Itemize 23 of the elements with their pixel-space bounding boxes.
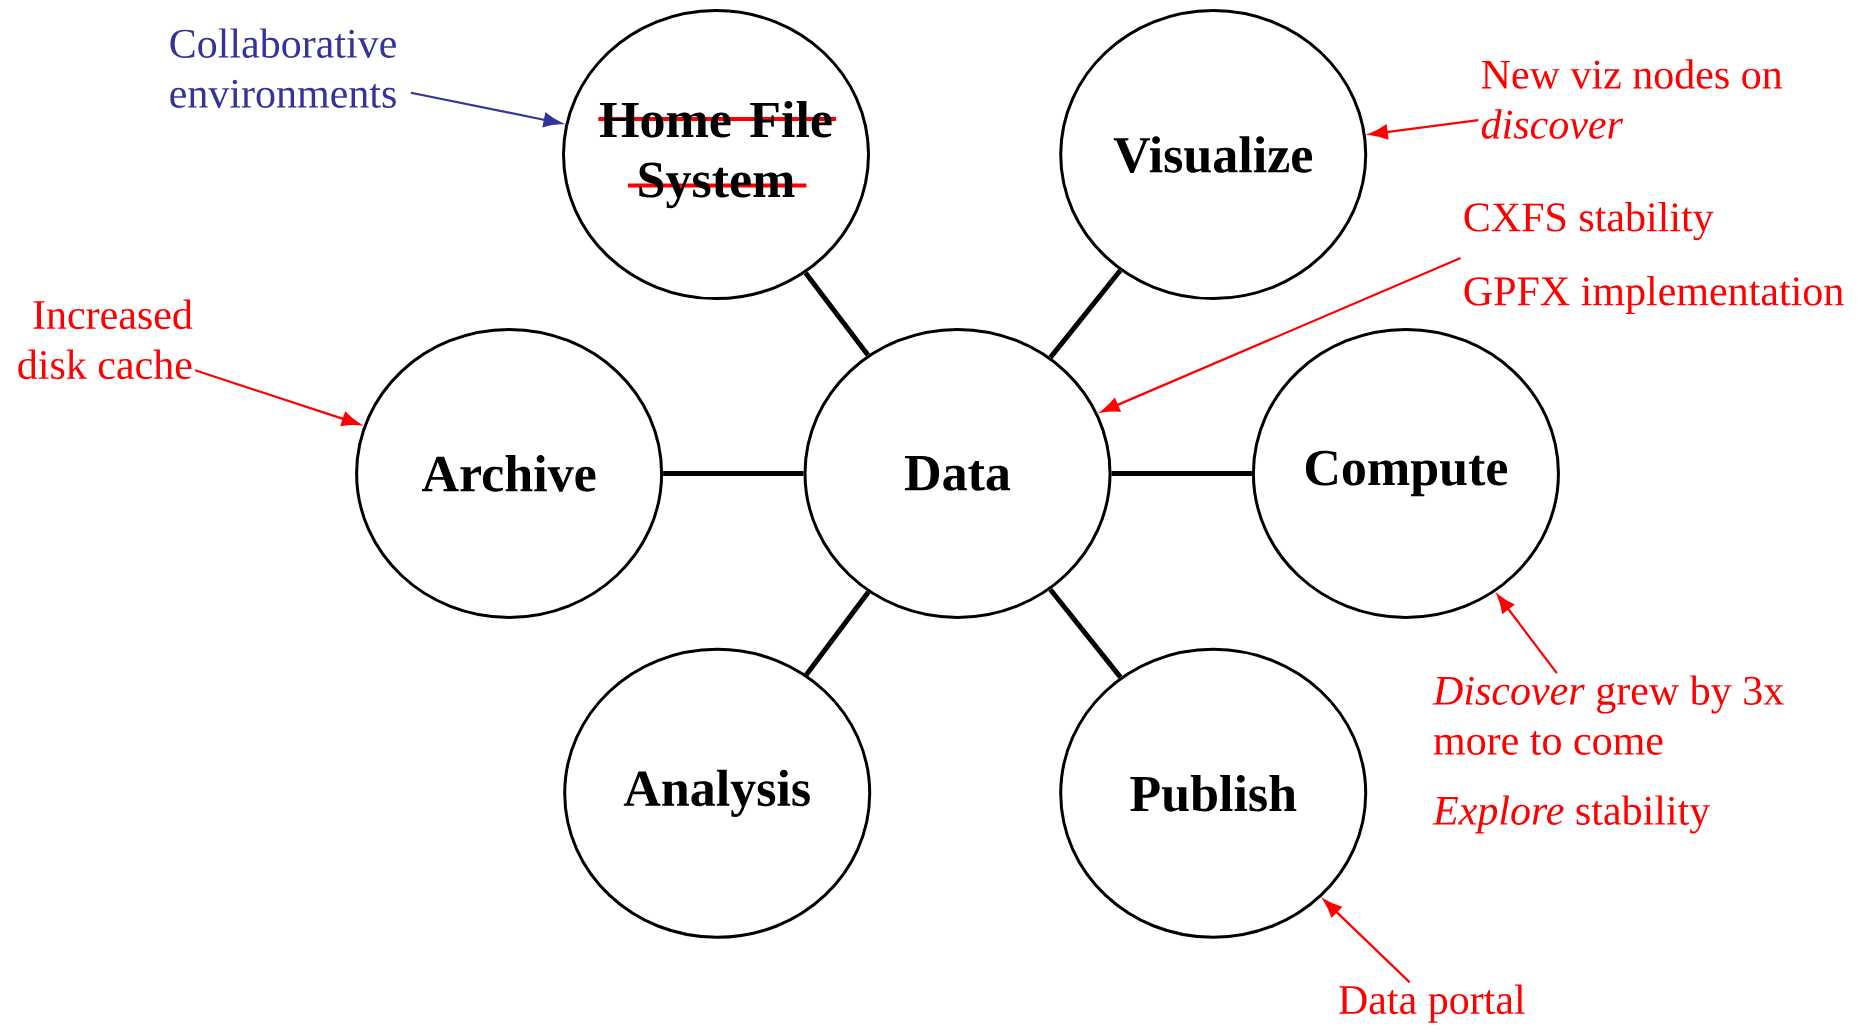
- connector-line: [803, 271, 870, 357]
- annotation-text: CXFS stability GPFX implementation: [1464, 202, 1844, 315]
- circle-node: Publish: [1059, 647, 1368, 939]
- circle-node: Analysis: [563, 647, 872, 939]
- annotation-text: Collaborative environments: [170, 28, 396, 108]
- arrow: [194, 369, 361, 427]
- circle-node: Visualize: [1059, 9, 1368, 301]
- arrow: [1100, 257, 1462, 413]
- circle-node: Archive: [355, 327, 664, 619]
- circle-node: Data: [803, 327, 1112, 619]
- arrow: [410, 91, 562, 128]
- annotation-text: Increased disk cache: [18, 299, 193, 380]
- annotation-text: New viz nodes on discover: [1481, 59, 1783, 139]
- connector-line: [1111, 470, 1252, 476]
- connector-line: [1048, 269, 1123, 359]
- circle-node: Compute: [1251, 327, 1560, 619]
- arrow: [1497, 594, 1558, 674]
- arrow: [1323, 899, 1411, 984]
- annotation-text: Data portal: [1339, 984, 1525, 1023]
- connector-line: [1048, 587, 1123, 679]
- connector-line: [804, 590, 871, 677]
- annotation-text: Discover grew by 3x more to come Explore stability: [1432, 675, 1784, 834]
- connector-line: [663, 470, 804, 476]
